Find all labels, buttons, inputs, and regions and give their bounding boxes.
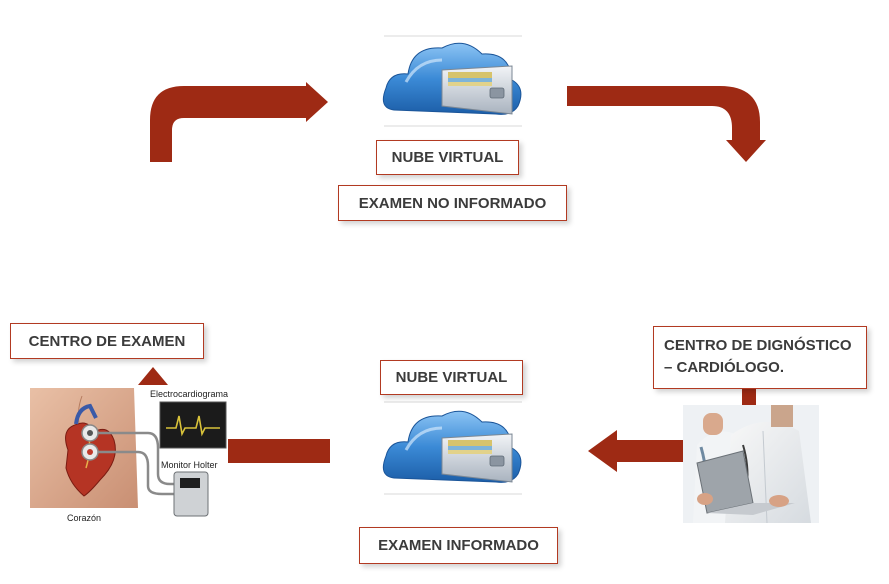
flow-arrowhead-up <box>138 367 168 385</box>
heart-label: Corazón <box>67 513 101 523</box>
flow-bar-to-exam-center <box>228 439 330 463</box>
exam-center-label: CENTRO DE EXAMEN <box>10 323 204 359</box>
ecg-monitor-icon <box>159 401 227 449</box>
flow-arrow-to-cloud-bottom <box>588 430 683 472</box>
exam-reported-text: EXAMEN INFORMADO <box>378 537 539 554</box>
exam-not-reported-text: EXAMEN NO INFORMADO <box>358 194 547 212</box>
cloud-bottom-label: NUBE VIRTUAL <box>380 360 523 395</box>
flow-arrow-to-diagnostic <box>567 86 766 162</box>
diagnostic-center-line2: – CARDIÓLOGO. <box>664 359 785 376</box>
cloud-top-label-text: NUBE VIRTUAL <box>391 149 504 166</box>
cloud-top-label: NUBE VIRTUAL <box>376 140 519 175</box>
cloud-storage-icon-top <box>382 35 522 127</box>
exam-reported-label: EXAMEN INFORMADO <box>359 527 558 564</box>
holter-monitor-icon <box>173 471 209 517</box>
exam-center-text: CENTRO DE EXAMEN <box>28 332 186 350</box>
diagnostic-center-label: CENTRO DE DIGNÓSTICO – CARDIÓLOGO. <box>653 326 867 389</box>
flow-connector-diagnostic <box>742 389 756 405</box>
holter-label: Monitor Holter <box>161 460 218 470</box>
flow-arrow-to-cloud <box>150 82 328 162</box>
doctors-photo <box>683 405 819 524</box>
diagnostic-center-line1: CENTRO DE DIGNÓSTICO <box>664 337 852 354</box>
electrocardiogram-label: Electrocardiograma <box>150 389 228 399</box>
cloud-storage-icon-bottom <box>382 401 522 495</box>
cloud-bottom-label-text: NUBE VIRTUAL <box>395 369 508 386</box>
exam-not-reported-label: EXAMEN NO INFORMADO <box>338 185 567 221</box>
ecg-holter-illustration <box>30 388 227 517</box>
